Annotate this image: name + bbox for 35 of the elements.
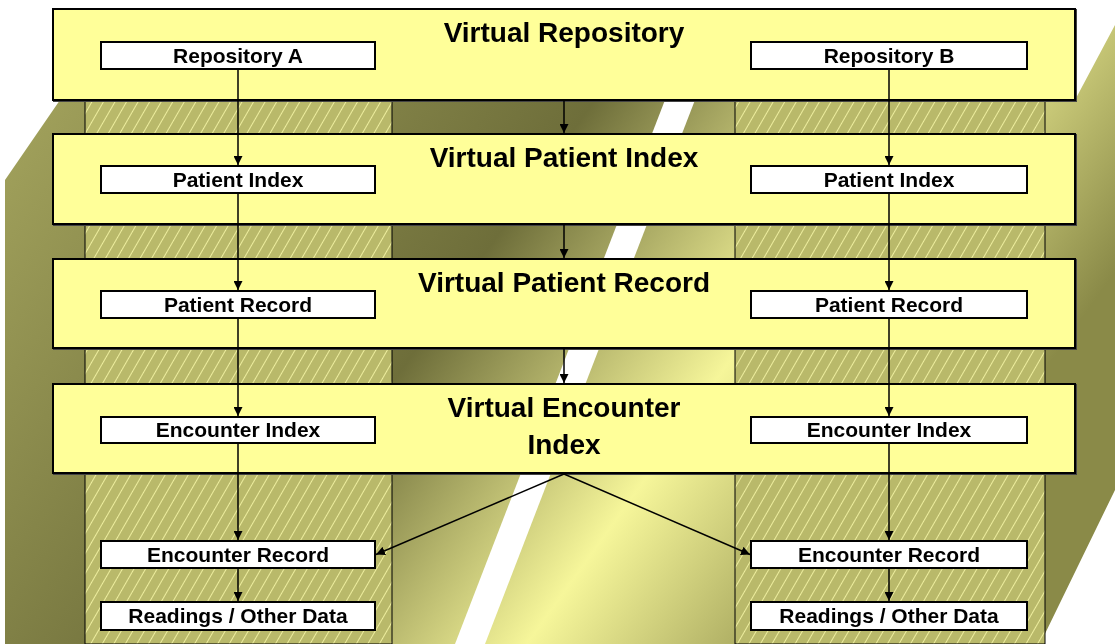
process-box: Encounter Index	[100, 416, 376, 444]
arrow	[233, 69, 243, 166]
process-box: Repository B	[750, 41, 1028, 70]
arrow	[884, 443, 894, 541]
process-box: Encounter Record	[750, 540, 1028, 569]
process-box: Patient Index	[100, 165, 376, 194]
band-title: Virtual Patient Record	[417, 266, 711, 300]
layer-band	[52, 133, 1076, 225]
band-title: Virtual Repository	[442, 16, 686, 50]
process-box: Patient Index	[750, 165, 1028, 194]
band-title: Virtual Encounter Index	[446, 391, 682, 462]
process-box: Readings / Other Data	[750, 601, 1028, 631]
arrow	[559, 224, 569, 259]
process-box: Patient Record	[750, 290, 1028, 319]
layer-band	[52, 258, 1076, 349]
process-box: Encounter Index	[750, 416, 1028, 444]
process-box: Readings / Other Data	[100, 601, 376, 631]
process-box: Encounter Record	[100, 540, 376, 569]
arrow	[375, 473, 565, 556]
arrow	[233, 568, 243, 602]
arrow	[884, 69, 894, 166]
band-title: Virtual Patient Index	[428, 141, 700, 175]
layer-band	[52, 8, 1076, 101]
arrow	[884, 568, 894, 602]
arrow	[884, 318, 894, 417]
arrow	[884, 193, 894, 291]
arrow	[233, 443, 243, 541]
arrow	[563, 473, 751, 556]
arrow	[559, 100, 569, 134]
process-box: Repository A	[100, 41, 376, 70]
arrow	[233, 193, 243, 291]
arrow	[233, 318, 243, 417]
arrow	[559, 348, 569, 384]
process-box: Patient Record	[100, 290, 376, 319]
layer-band	[52, 383, 1076, 474]
